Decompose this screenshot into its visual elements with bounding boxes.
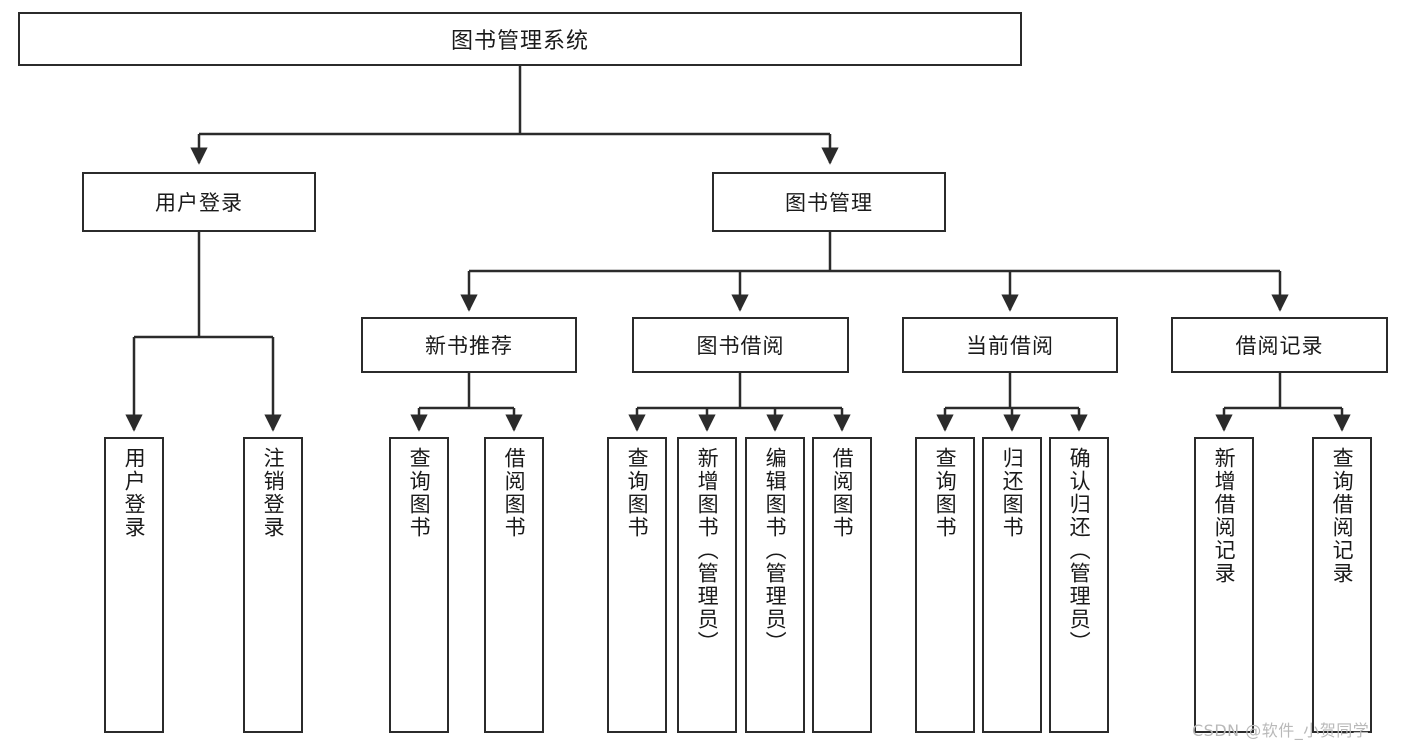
leaf-label: 查询图书 xyxy=(933,447,958,539)
leaf-book-borrow-1[interactable]: 新增图书（管理员） xyxy=(677,437,737,733)
leaf-new-book-recommend-1[interactable]: 借阅图书 xyxy=(484,437,544,733)
leaf-book-borrow-2[interactable]: 编辑图书（管理员） xyxy=(745,437,805,733)
node-book-management-label: 图书管理 xyxy=(785,191,873,215)
leaf-current-borrow-0[interactable]: 查询图书 xyxy=(915,437,975,733)
leaf-user-login-0[interactable]: 用户登录 xyxy=(104,437,164,733)
node-new-book-recommend-label: 新书推荐 xyxy=(425,334,513,358)
leaf-label: 确认归还（管理员） xyxy=(1067,447,1092,654)
leaf-current-borrow-2[interactable]: 确认归还（管理员） xyxy=(1049,437,1109,733)
leaf-label: 借阅图书 xyxy=(830,447,855,539)
leaf-current-borrow-1[interactable]: 归还图书 xyxy=(982,437,1042,733)
node-current-borrow[interactable]: 当前借阅 xyxy=(902,317,1118,373)
leaf-label: 查询图书 xyxy=(625,447,650,539)
leaf-label: 新增借阅记录 xyxy=(1212,447,1237,585)
leaf-label: 用户登录 xyxy=(122,447,147,539)
node-root-label: 图书管理系统 xyxy=(450,29,589,54)
watermark: CSDN @软件_小贺同学 xyxy=(1192,721,1370,740)
leaf-borrow-record-1[interactable]: 查询借阅记录 xyxy=(1312,437,1372,733)
leaf-label: 归还图书 xyxy=(1000,447,1025,539)
leaf-label: 新增图书（管理员） xyxy=(695,447,720,654)
node-user-login[interactable]: 用户登录 xyxy=(82,172,316,232)
node-borrow-record[interactable]: 借阅记录 xyxy=(1171,317,1388,373)
leaf-new-book-recommend-0[interactable]: 查询图书 xyxy=(389,437,449,733)
node-user-login-label: 用户登录 xyxy=(155,191,243,215)
node-new-book-recommend[interactable]: 新书推荐 xyxy=(361,317,577,373)
leaf-label: 注销登录 xyxy=(261,447,286,539)
leaf-label: 编辑图书（管理员） xyxy=(763,447,788,654)
node-book-borrow-label: 图书借阅 xyxy=(696,334,785,358)
leaf-label: 查询图书 xyxy=(407,447,432,539)
node-book-management[interactable]: 图书管理 xyxy=(712,172,946,232)
leaf-borrow-record-0[interactable]: 新增借阅记录 xyxy=(1194,437,1254,733)
node-borrow-record-label: 借阅记录 xyxy=(1235,334,1324,358)
node-current-borrow-label: 当前借阅 xyxy=(966,334,1054,358)
node-book-borrow[interactable]: 图书借阅 xyxy=(632,317,849,373)
leaf-label: 查询借阅记录 xyxy=(1330,447,1355,585)
leaf-user-login-1[interactable]: 注销登录 xyxy=(243,437,303,733)
node-root[interactable]: 图书管理系统 xyxy=(18,12,1022,66)
leaf-book-borrow-3[interactable]: 借阅图书 xyxy=(812,437,872,733)
leaf-book-borrow-0[interactable]: 查询图书 xyxy=(607,437,667,733)
leaf-label: 借阅图书 xyxy=(502,447,527,539)
